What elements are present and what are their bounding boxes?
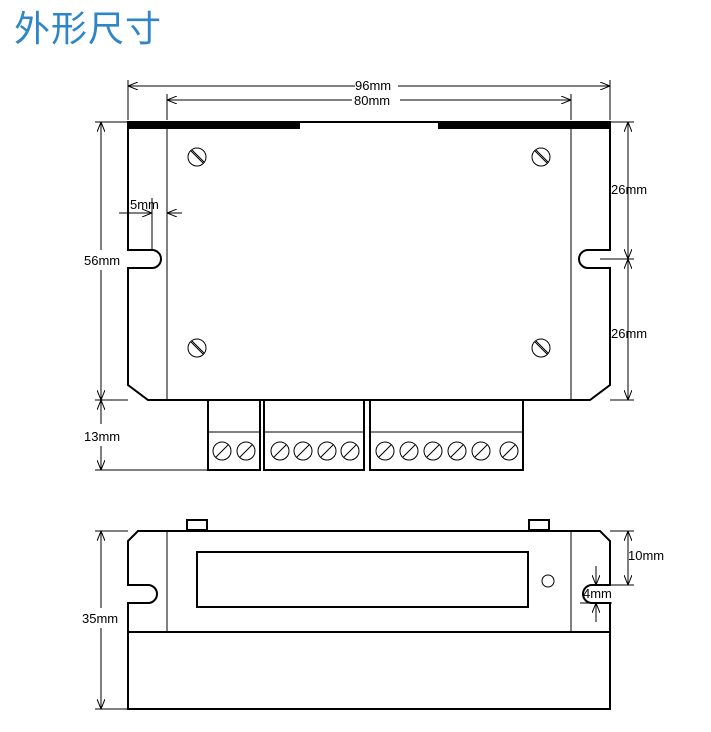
dim-top-to-slot: 26mm	[611, 182, 647, 197]
dim-height: 56mm	[84, 253, 120, 268]
top-tab-left	[128, 122, 300, 129]
terminal-screw-icon	[212, 441, 232, 461]
dim-side-height: 35mm	[82, 611, 118, 626]
terminal-screw-icon	[270, 441, 290, 461]
top-view-outline	[127, 121, 611, 401]
dim-mount-width: 80mm	[354, 93, 390, 108]
side-view-upper-outline	[127, 530, 611, 633]
side-view: 35mm 10mm 4mm	[82, 519, 664, 710]
terminal-screw-icon	[447, 441, 467, 461]
side-tab-right	[528, 519, 550, 531]
terminal-screws	[212, 441, 519, 461]
terminal-screw-icon	[293, 441, 313, 461]
screw-icon	[187, 338, 207, 358]
side-tab-left	[186, 519, 208, 531]
terminal-screw-icon	[423, 441, 443, 461]
terminal-screw-icon	[471, 441, 491, 461]
screw-icon	[531, 338, 551, 358]
terminal-screw-icon	[499, 441, 519, 461]
terminal-screw-icon	[317, 441, 337, 461]
dim-terminal-depth: 13mm	[84, 429, 120, 444]
terminal-screw-icon	[236, 441, 256, 461]
dim-slot-from-top: 10mm	[628, 548, 664, 563]
screw-icon	[187, 147, 207, 167]
led-indicator	[541, 574, 555, 588]
page-title: 外形尺寸	[14, 9, 163, 50]
dim-slot-to-bottom: 26mm	[611, 326, 647, 341]
screw-icon	[531, 147, 551, 167]
terminal-block-4	[263, 399, 365, 471]
terminal-block-2	[207, 399, 261, 471]
terminal-screw-icon	[399, 441, 419, 461]
dim-slot-offset: 5mm	[130, 197, 159, 212]
dim-total-width: 96mm	[355, 78, 391, 93]
display-window	[196, 551, 529, 608]
terminal-screw-icon	[375, 441, 395, 461]
top-tab-right	[438, 122, 610, 129]
dim-slot-width: 4mm	[583, 586, 612, 601]
top-view: 96mm 80mm 56mm 5mm 26mm 26mm 13mm	[84, 78, 647, 471]
side-view-base	[127, 631, 611, 710]
terminal-screw-icon	[340, 441, 360, 461]
terminal-block-6	[369, 399, 524, 471]
